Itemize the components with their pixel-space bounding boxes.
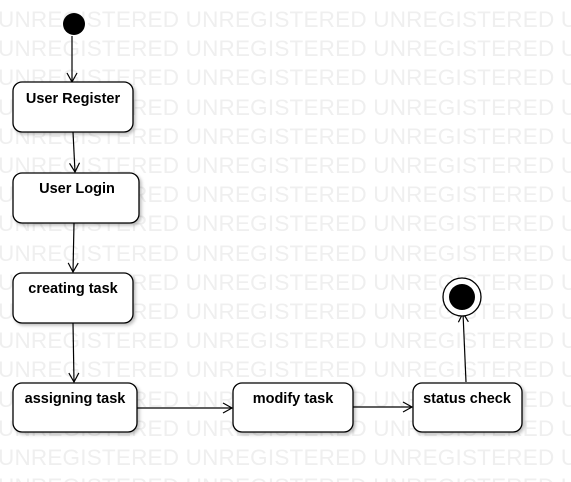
action-modify-task[interactable]: modify task [232,382,354,433]
watermark-text: UNREGISTERED UNREGISTERED UNREGISTERED U… [0,357,571,383]
watermark-text: UNREGISTERED UNREGISTERED UNREGISTERED U… [0,65,571,91]
action-label: modify task [253,391,335,407]
edge-user-login-to-creating-task [67,222,79,274]
action-label: status check [423,391,512,407]
watermark-text: UNREGISTERED UNREGISTERED UNREGISTERED U… [0,269,571,295]
watermark-text: UNREGISTERED UNREGISTERED UNREGISTERED U… [0,153,571,178]
action-label: creating task [28,281,118,297]
watermark-text: UNREGISTERED UNREGISTERED UNREGISTERED U… [0,211,571,237]
edge-user-register-to-user-login [69,131,81,174]
edge-creating-task-to-assigning-task [68,322,80,384]
action-status-check[interactable]: status check [412,382,523,433]
action-user-login[interactable]: User Login [12,172,140,224]
watermark-text: UNREGISTERED UNREGISTERED UNREGISTERED U… [0,445,571,470]
watermark-text: UNREGISTERED UNREGISTERED UNREGISTERED U… [0,36,571,62]
watermark-text: UNREGISTERED UNREGISTERED UNREGISTERED U… [0,94,571,120]
watermark-text: UNREGISTERED UNREGISTERED UNREGISTERED U… [0,123,571,149]
edge-status-check-to-final [457,311,469,383]
final-node [442,277,482,317]
action-creating-task[interactable]: creating task [12,272,134,324]
watermark-text: UNREGISTERED UNREGISTERED UNREGISTERED U… [0,476,571,482]
watermark-text: UNREGISTERED UNREGISTERED UNREGISTERED U… [0,7,571,32]
watermark-text: UNREGISTERED UNREGISTERED UNREGISTERED U… [0,240,571,266]
action-user-register[interactable]: User Register [12,81,134,133]
watermark-text: UNREGISTERED UNREGISTERED UNREGISTERED U… [0,299,571,324]
action-label: User Login [39,181,115,197]
action-label: assigning task [25,391,127,407]
action-label: User Register [26,91,121,107]
initial-node [63,13,85,35]
watermark-text: UNREGISTERED UNREGISTERED UNREGISTERED U… [0,328,571,354]
action-assigning-task[interactable]: assigning task [12,382,138,433]
watermark-text: UNREGISTERED UNREGISTERED UNREGISTERED U… [0,182,571,208]
